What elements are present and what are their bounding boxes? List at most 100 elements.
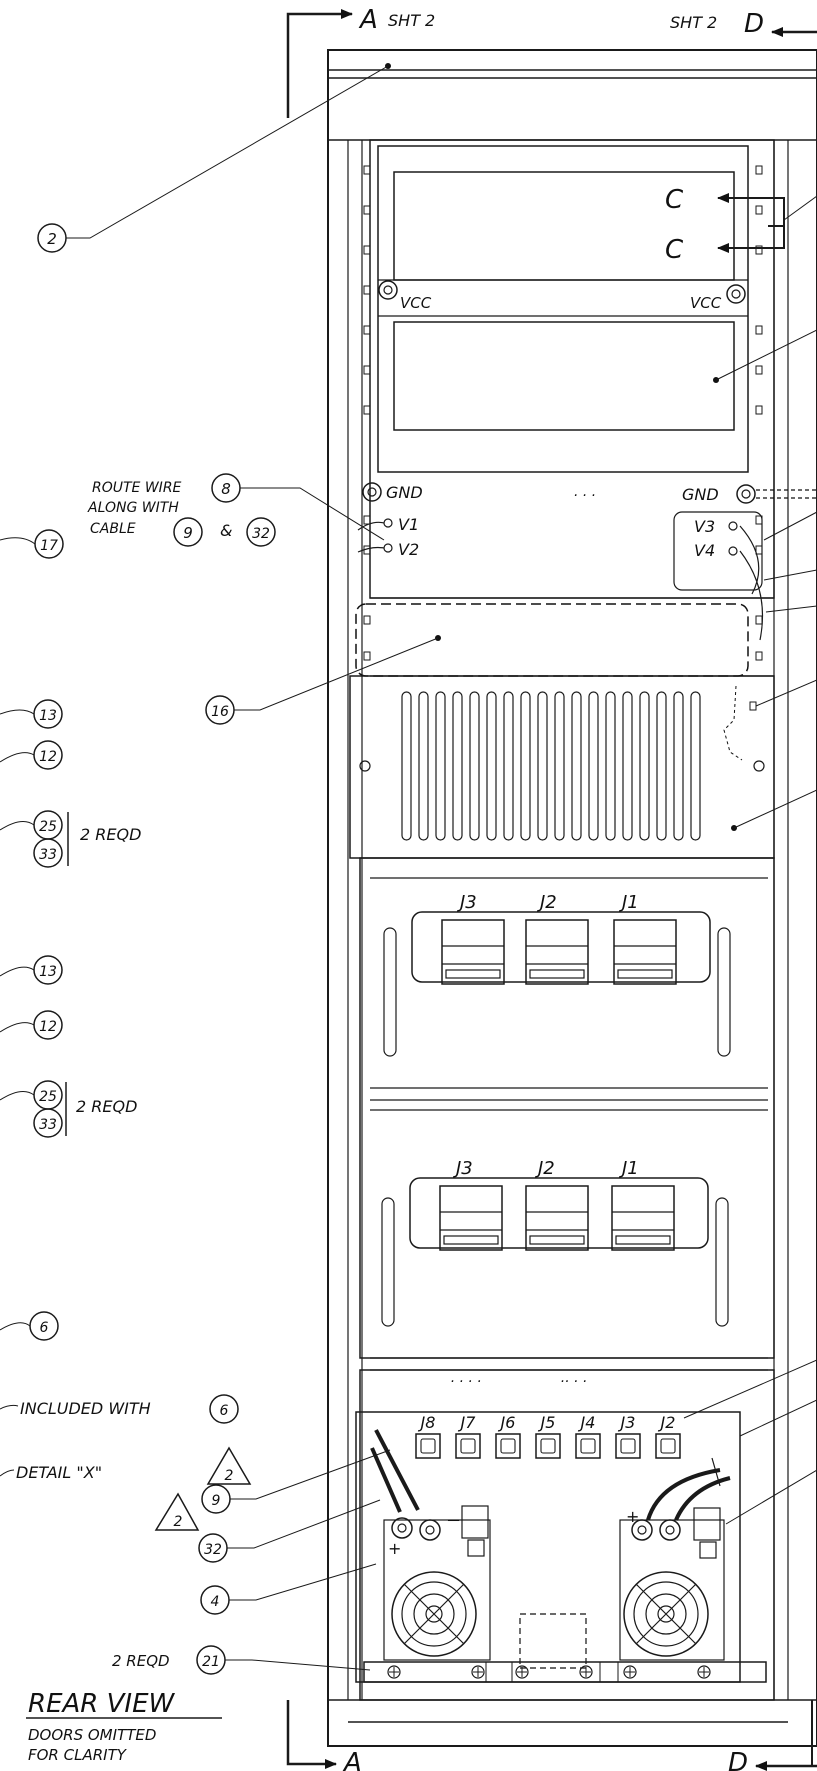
base-screw xyxy=(471,1665,485,1679)
vent-slot xyxy=(537,691,548,841)
revision-triangle: 2 xyxy=(225,1468,234,1484)
v1-label: V1 xyxy=(398,515,419,534)
upper-panel: VCC VCC xyxy=(369,139,817,599)
vent-slot xyxy=(554,691,565,841)
vent-panel xyxy=(349,675,817,859)
jack-connector xyxy=(525,919,589,985)
vent-slot xyxy=(520,691,531,841)
route-note-and: & xyxy=(220,521,232,540)
v3-label: V3 xyxy=(694,517,715,536)
vent-slot xyxy=(673,691,684,841)
dots: . . . xyxy=(574,484,596,500)
small-jack: J4 xyxy=(575,1413,601,1459)
subtitle-line2: FOR CLARITY xyxy=(28,1746,128,1764)
drawing-title: REAR VIEW DOORS OMITTED FOR CLARITY xyxy=(26,1689,222,1764)
small-jack-label: J2 xyxy=(658,1413,676,1432)
dots: ·· · · xyxy=(560,1374,587,1390)
vent-slot xyxy=(503,691,514,841)
balloon-33: 33 xyxy=(39,847,57,863)
jack-connector xyxy=(613,919,677,985)
callout-balloons: 2 8 9 32 17 16 13 12 25 33 2 REQD xyxy=(0,65,439,1675)
small-jack: J6 xyxy=(495,1413,521,1459)
section-marker-top-right: SHT 2 D xyxy=(670,9,817,39)
marker-sheet: SHT 2 xyxy=(670,13,717,32)
vent-slot xyxy=(639,691,650,841)
lower-jack-label: J3 xyxy=(453,1158,473,1179)
balloon-32: 32 xyxy=(252,526,270,542)
small-jack-label: J4 xyxy=(578,1413,596,1432)
marker-letter: D xyxy=(728,1748,748,1771)
req-qty-1: 2 REQD xyxy=(80,825,141,844)
small-jack: J5 xyxy=(535,1413,561,1459)
small-jack-label: J8 xyxy=(418,1413,436,1432)
marker-letter: A xyxy=(342,1748,362,1771)
vcc-label-right: VCC xyxy=(690,294,722,312)
upper-jack-label: J1 xyxy=(619,892,639,913)
section-c-upper: C xyxy=(665,185,684,215)
dots: · · · · xyxy=(450,1374,481,1390)
base-screw xyxy=(579,1665,593,1679)
upper-jack-module: J3 J2 J1 xyxy=(383,892,731,1057)
req-qty-3: 2 REQD xyxy=(112,1652,170,1670)
base-screw xyxy=(623,1665,637,1679)
small-jack: J7 xyxy=(455,1413,481,1459)
balloon-16: 16 xyxy=(211,704,229,720)
vent-slot xyxy=(401,691,412,841)
marker-sheet: SHT 2 xyxy=(388,11,435,30)
vent-slot xyxy=(656,691,667,841)
marker-letter: D xyxy=(744,9,764,39)
balloon-25: 25 xyxy=(39,819,57,835)
jack-connector xyxy=(525,1185,589,1251)
route-note-line1: ROUTE WIRE xyxy=(92,480,182,496)
title-rear-view: REAR VIEW xyxy=(28,1689,175,1719)
lower-jack-label: J1 xyxy=(619,1158,639,1179)
small-jack: J8 xyxy=(415,1413,441,1459)
vent-slot xyxy=(486,691,497,841)
balloon-9: 9 xyxy=(183,524,193,542)
minus-sign: − xyxy=(446,1510,461,1531)
revision-triangle: 2 xyxy=(174,1514,183,1530)
included-with-note: INCLUDED WITH xyxy=(20,1399,151,1418)
balloon-13: 13 xyxy=(39,708,57,724)
jack-connector xyxy=(611,1185,675,1251)
vent-slot xyxy=(435,691,446,841)
gnd-label-right: GND xyxy=(682,485,719,504)
route-note-line2: ALONG WITH xyxy=(87,500,179,516)
section-c-markers: C C xyxy=(665,185,817,265)
marker-letter: A xyxy=(358,5,378,35)
balloon-12: 12 xyxy=(39,1019,57,1035)
vent-slot xyxy=(452,691,463,841)
jack-connector xyxy=(441,919,505,985)
blank-panel-16 xyxy=(355,597,774,677)
lower-jack-label: J2 xyxy=(535,1158,555,1179)
small-jack-label: J7 xyxy=(458,1413,477,1432)
balloon-32: 32 xyxy=(204,1542,222,1558)
balloon-6: 6 xyxy=(40,1320,49,1336)
small-jack: J2 xyxy=(655,1413,681,1459)
section-c-lower: C xyxy=(665,235,684,265)
jack-connector xyxy=(439,1185,503,1251)
route-wire-note: ROUTE WIRE ALONG WITH CABLE & xyxy=(87,480,385,541)
balloon-8: 8 xyxy=(221,480,231,498)
upper-jack-label: J2 xyxy=(537,892,557,913)
small-jack: J3 xyxy=(615,1413,641,1459)
vent-slot xyxy=(605,691,616,841)
rack-rail-holes xyxy=(363,165,763,661)
balloon-2: 2 xyxy=(47,230,57,248)
req-qty-2: 2 REQD xyxy=(76,1097,137,1116)
small-jack-label: J3 xyxy=(618,1413,636,1432)
section-marker-bottom-left: A xyxy=(286,1700,362,1771)
vent-slot xyxy=(469,691,480,841)
section-marker-top-left: A SHT 2 xyxy=(286,5,435,118)
route-note-line3: CABLE xyxy=(90,521,136,537)
vcc-label-left: VCC xyxy=(400,294,432,312)
base-screw xyxy=(387,1665,401,1679)
vent-slot xyxy=(571,691,582,841)
detail-x-note: DETAIL "X" xyxy=(16,1463,102,1482)
plus-sign: + xyxy=(388,1539,401,1558)
power-terminals: GND GND V1 V2 V3 V4 . . . xyxy=(357,482,817,641)
vent-slot xyxy=(588,691,599,841)
balloon-4: 4 xyxy=(211,1594,220,1610)
base-screw xyxy=(697,1665,711,1679)
